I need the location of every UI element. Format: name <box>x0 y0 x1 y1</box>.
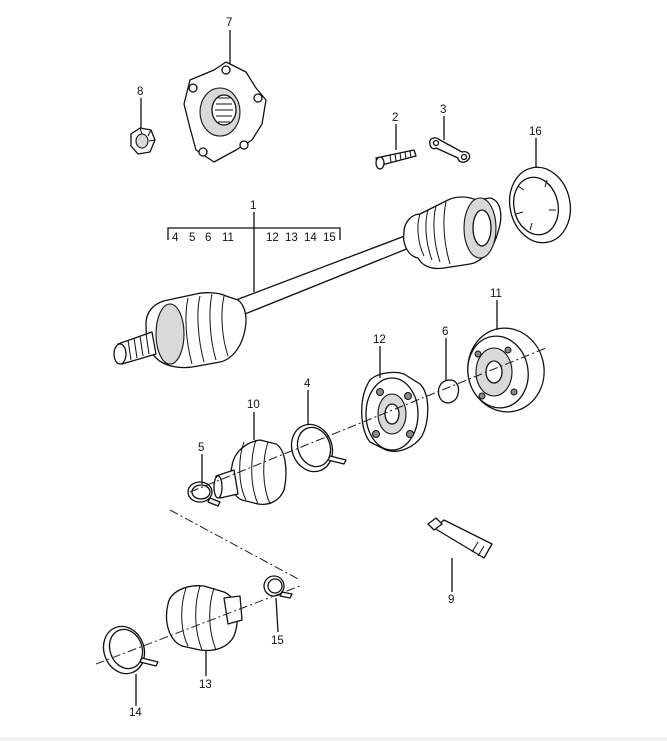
part-2-bolt[interactable] <box>375 149 417 170</box>
callout-10: 10 <box>247 399 260 411</box>
axis-lines <box>95 347 547 665</box>
callout-11: 11 <box>490 288 502 300</box>
assembly-ref-12: 12 <box>266 232 279 244</box>
callout-15: 15 <box>271 635 284 647</box>
part-6-circlip[interactable] <box>437 379 460 404</box>
callout-labels: 7 8 2 3 16 1 4 5 6 11 12 13 14 15 11 6 1… <box>129 17 542 719</box>
part-13-boot[interactable] <box>165 585 243 652</box>
assembly-ref-15: 15 <box>323 232 336 244</box>
assembly-ref-14: 14 <box>304 232 317 244</box>
assembly-ref-6: 6 <box>205 232 211 244</box>
part-1-drive-shaft[interactable] <box>113 196 502 369</box>
callout-14: 14 <box>129 707 142 719</box>
part-16-gasket[interactable] <box>503 162 577 249</box>
part-5-small-clamp[interactable] <box>187 481 221 507</box>
leader-lines <box>135 30 537 706</box>
part-11-cv-housing[interactable] <box>461 322 550 418</box>
assembly-ref-13: 13 <box>285 232 298 244</box>
assembly-ref-4: 4 <box>172 232 179 244</box>
callout-9: 9 <box>448 594 454 606</box>
callout-2: 2 <box>392 112 398 124</box>
part-4-clamp-band[interactable] <box>285 419 347 478</box>
part-9-grease-tube[interactable] <box>427 517 493 559</box>
callout-8: 8 <box>137 86 143 98</box>
callout-12: 12 <box>373 334 386 346</box>
callout-16: 16 <box>529 126 542 138</box>
callout-5: 5 <box>198 442 204 454</box>
callout-13: 13 <box>199 679 212 691</box>
callout-1: 1 <box>250 200 256 212</box>
callout-4: 4 <box>304 378 311 390</box>
part-7-hub-flange[interactable] <box>183 61 267 163</box>
part-12-joint-hub[interactable] <box>361 371 429 452</box>
callout-3: 3 <box>440 104 446 116</box>
callout-7: 7 <box>226 17 232 29</box>
assembly-ref-5: 5 <box>189 232 195 244</box>
part-10-boot[interactable] <box>213 439 287 506</box>
part-14-clamp-band[interactable] <box>97 621 159 680</box>
callout-6: 6 <box>442 326 448 338</box>
bottom-edge-bar <box>0 737 667 741</box>
part-3-lock-plate[interactable] <box>429 137 471 163</box>
assembly-ref-11: 11 <box>222 232 234 244</box>
part-8-nut[interactable] <box>130 127 156 155</box>
